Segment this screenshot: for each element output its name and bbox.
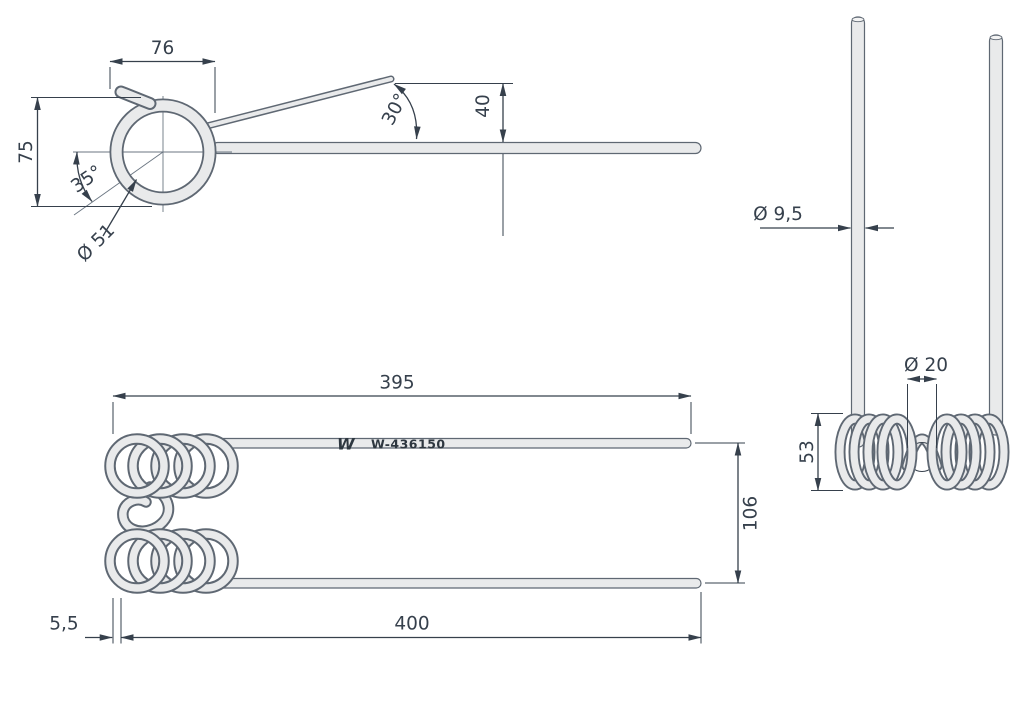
coil-turn <box>152 435 214 497</box>
dim-76-label: 76 <box>151 38 175 59</box>
left-tine-front <box>850 16 866 448</box>
front-left-coil-stack <box>834 413 918 491</box>
dimension-76: 76 <box>109 38 216 113</box>
dim-d20-label: Ø 20 <box>904 355 948 376</box>
coil-35deg-reference-line <box>73 151 164 216</box>
coil-turn <box>928 415 966 489</box>
coil-turn <box>175 530 237 592</box>
front-view: Ø 9,5 Ø 20 53 <box>753 16 1010 491</box>
dimension-30deg: 30° <box>378 83 421 140</box>
side-view: 76 75 35° Ø 51 30° 40 <box>16 38 702 266</box>
dim-d51-label: Ø 51 <box>73 220 119 266</box>
coil-ring <box>111 100 215 204</box>
tine-leg-angled <box>205 77 393 128</box>
front-right-coil-stack <box>926 413 1010 491</box>
coil-turn <box>129 435 191 497</box>
brand-logo: W <box>337 435 356 454</box>
upper-arm-top <box>217 437 692 449</box>
dimension-53: 53 <box>797 413 843 491</box>
dimension-35deg: 35° <box>67 151 106 202</box>
dimension-395: 395 <box>112 373 692 434</box>
dimension-d20: Ø 20 <box>904 355 948 448</box>
dimension-5-5: 5,5 <box>49 598 114 644</box>
right-tine-front <box>988 34 1004 436</box>
leader-line <box>102 179 138 237</box>
coil-turn <box>106 435 168 497</box>
dim-75-label: 75 <box>16 140 37 164</box>
right-tine-end-cap <box>989 34 1003 41</box>
coil-turn <box>175 435 237 497</box>
dim-35deg-label: 35° <box>67 161 106 197</box>
top-view: W W-436150 395 400 5,5 106 <box>49 373 762 644</box>
dim-395-label: 395 <box>379 373 414 394</box>
upper-coil-stack <box>104 433 239 499</box>
dimension-106: 106 <box>695 442 762 584</box>
dim-53-label: 53 <box>797 440 818 464</box>
angle-arc <box>73 151 93 202</box>
left-tine-end-cap <box>851 16 865 23</box>
dim-5-5-label: 5,5 <box>49 614 78 635</box>
dimension-75: 75 <box>16 97 152 207</box>
dim-106-label: 106 <box>741 496 762 531</box>
dimension-40: 40 <box>395 83 513 236</box>
lower-arm-top <box>217 577 702 589</box>
dimension-400: 400 <box>120 592 702 644</box>
part-number-label: W-436150 <box>371 437 446 452</box>
tine-arm-side <box>211 141 702 155</box>
dimension-d9-5: Ø 9,5 <box>753 204 894 232</box>
coil-turn <box>129 530 191 592</box>
angle-arc <box>393 83 421 140</box>
coil-turn <box>864 415 902 489</box>
dim-30deg-label: 30° <box>378 90 412 129</box>
coil-turn <box>152 530 214 592</box>
dim-400-label: 400 <box>394 614 429 635</box>
dim-d9-5-label: Ø 9,5 <box>753 204 803 225</box>
coil-turn <box>106 530 168 592</box>
coil-turn <box>878 415 916 489</box>
dim-40-label: 40 <box>473 94 494 118</box>
lower-coil-stack <box>104 528 239 594</box>
coil-turn <box>942 415 980 489</box>
